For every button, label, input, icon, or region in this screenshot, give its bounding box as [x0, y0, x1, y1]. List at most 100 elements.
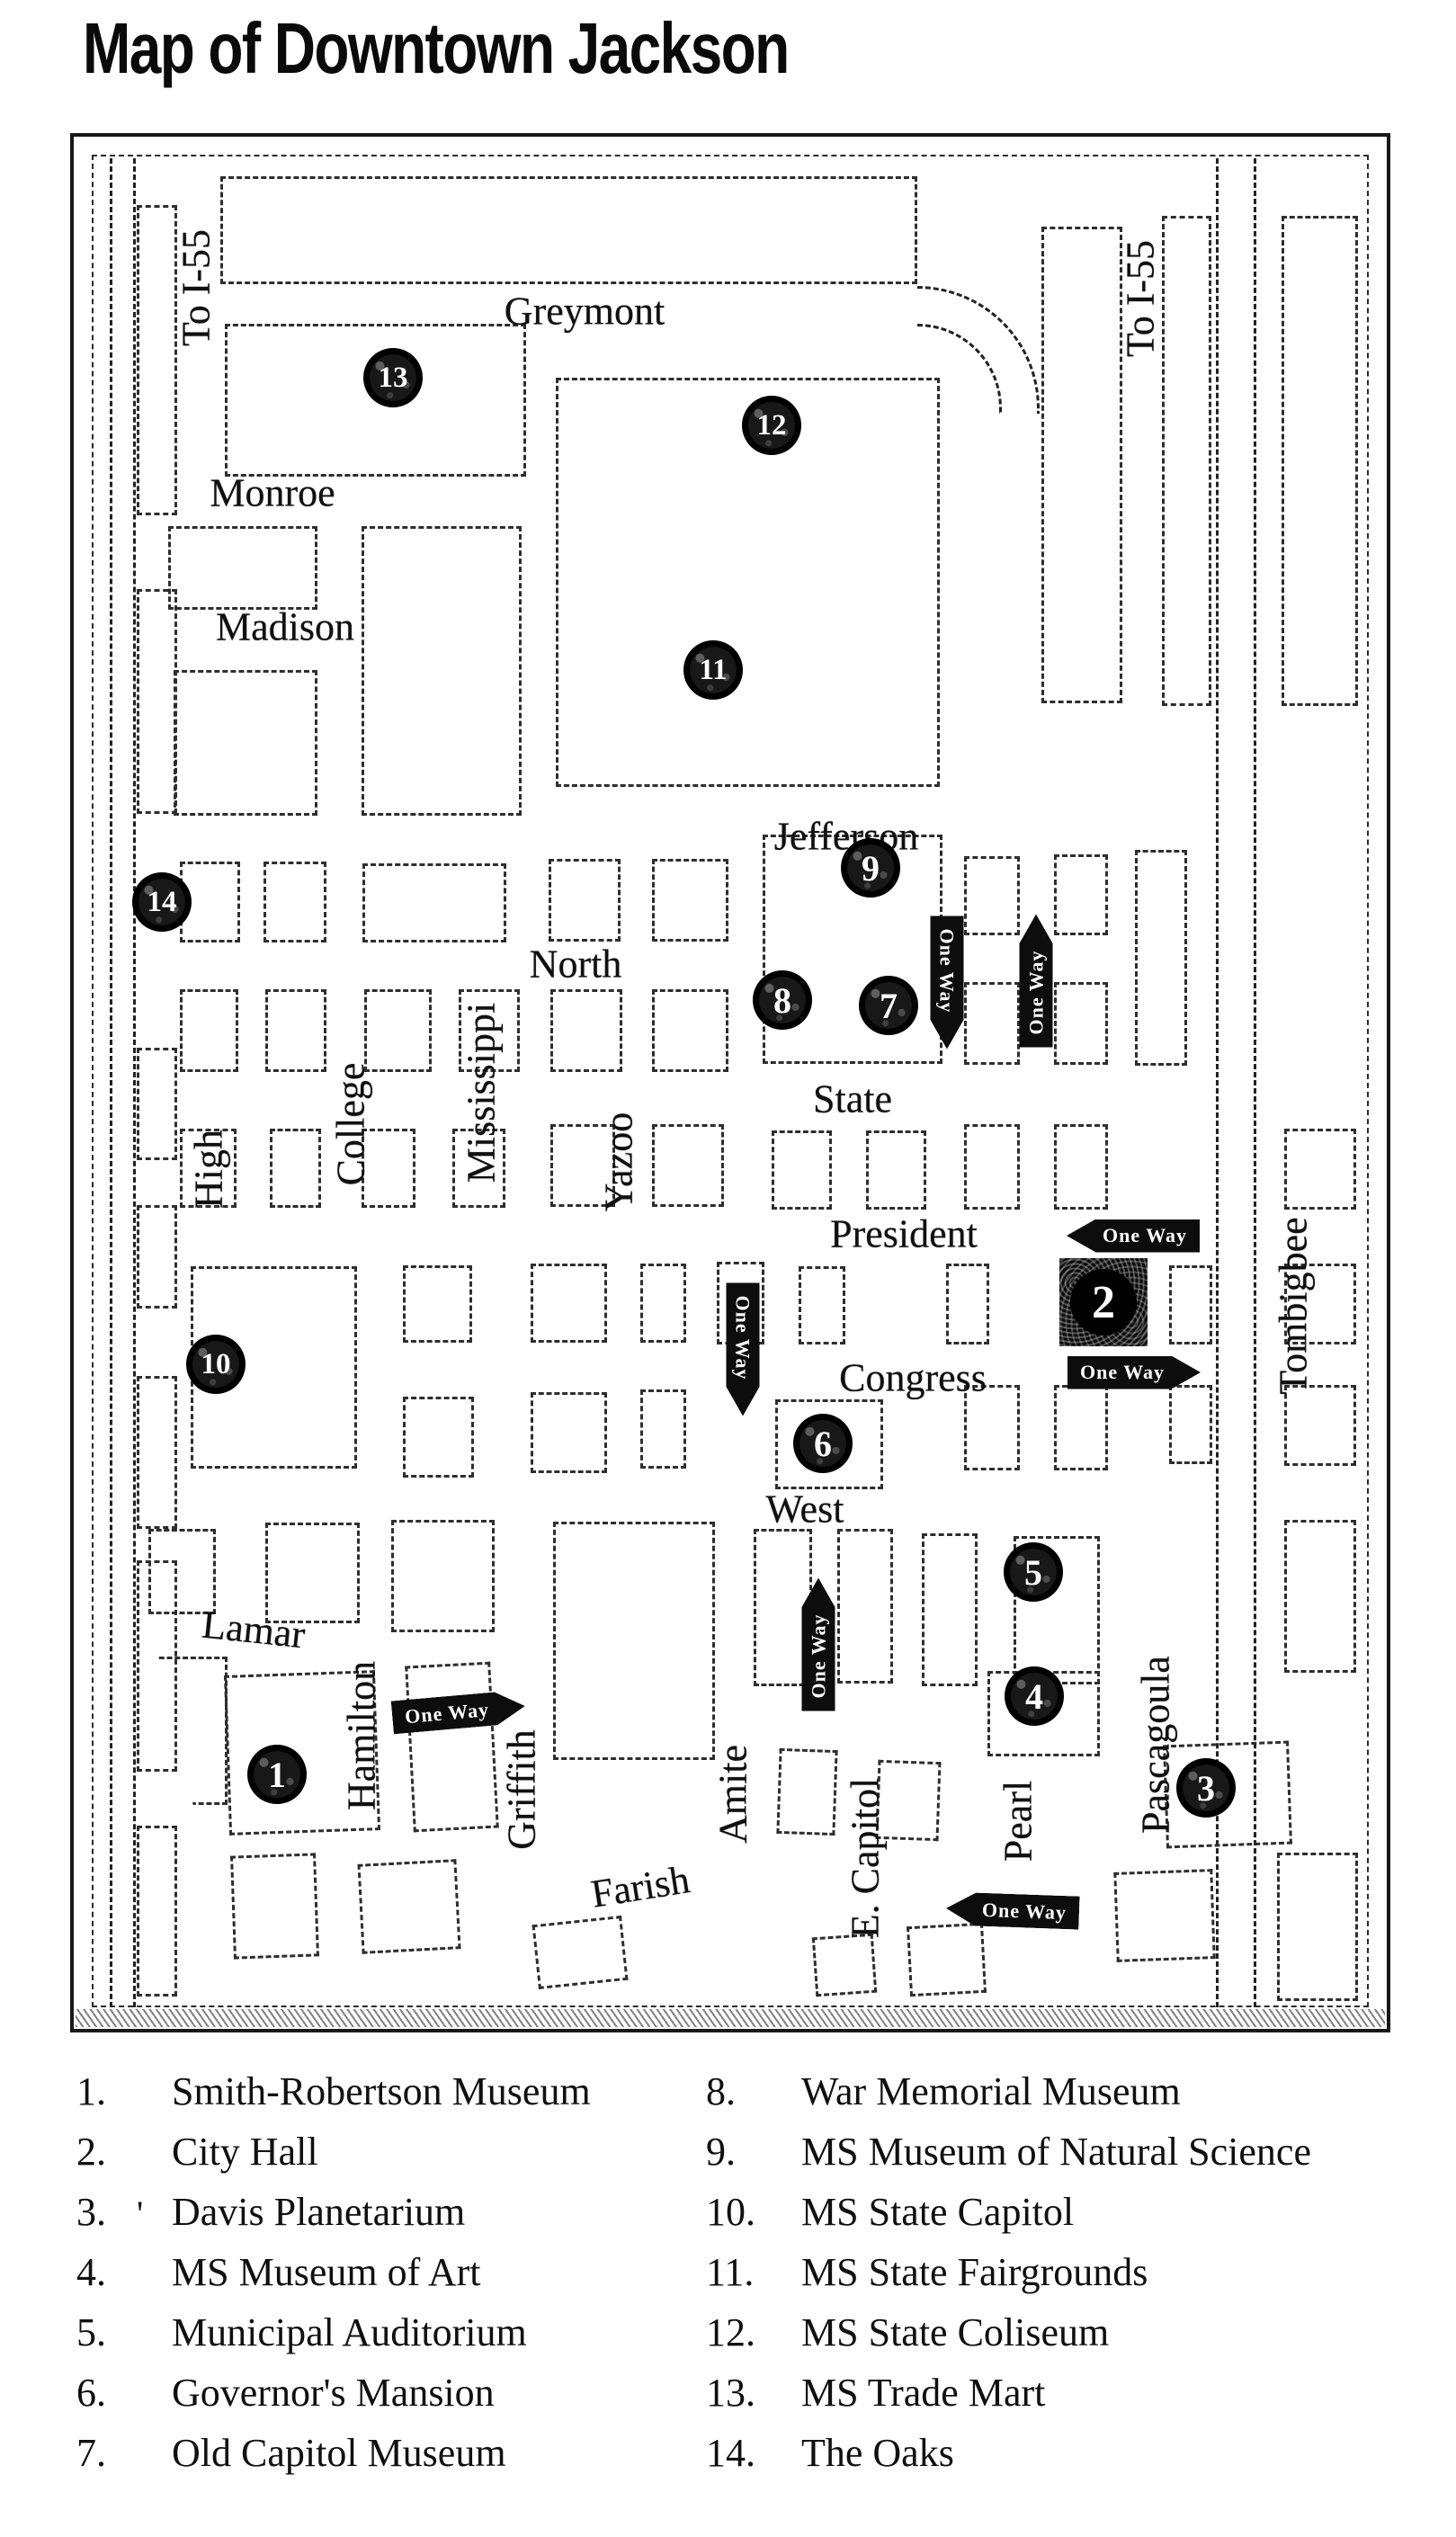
city-block [1054, 1124, 1108, 1210]
city-block [405, 1661, 499, 1833]
legend-item-label: MS Museum of Natural Science [801, 2130, 1311, 2174]
legend-item-label: Old Capitol Museum [172, 2431, 506, 2475]
legend-item-number: 14. [706, 2431, 755, 2475]
city-block [265, 1523, 360, 1623]
street-label-tombigbee: Tombigbee [1271, 1217, 1316, 1395]
city-block [137, 1560, 177, 1772]
legend-item-number: 3. [76, 2190, 106, 2234]
legend-item-number: 6. [76, 2371, 106, 2415]
one-way-label: One Way [802, 1577, 835, 1711]
oneway-north-down-icon: One Way [931, 916, 964, 1049]
street-label-yazoo: Yazoo [596, 1112, 641, 1212]
street-label-monroe: Monroe [210, 470, 335, 515]
city-block [1113, 1869, 1216, 1962]
city-block [556, 378, 940, 787]
city-block [837, 1529, 893, 1684]
city-block [362, 863, 506, 942]
legend-item: 9.MS Museum of Natural Science [706, 2122, 1389, 2182]
one-way-label: One Way [945, 1891, 1079, 1929]
city-block [265, 989, 326, 1072]
city-block [922, 1533, 978, 1686]
street-label-mississippi: Mississippi [459, 1002, 504, 1184]
map-inner-border [92, 155, 1369, 2007]
city-block [640, 1264, 686, 1343]
oneway-president-left-icon: One Way [1067, 1219, 1200, 1253]
legend-item-label: MS State Fairgrounds [801, 2250, 1148, 2294]
city-block [357, 1859, 461, 1954]
road-line [133, 158, 136, 2007]
city-block [270, 1129, 321, 1208]
oneway-pearl-left-icon: One Way [945, 1891, 1079, 1929]
road-line [110, 158, 112, 2007]
city-block [1284, 1520, 1356, 1673]
map-border [70, 133, 1390, 2032]
legend-item-label: The Oaks [801, 2431, 954, 2475]
legend-item-label: MS State Coliseum [801, 2310, 1110, 2354]
city-block [137, 589, 177, 814]
city-block [137, 205, 177, 515]
road-line [1216, 158, 1219, 2007]
legend-item: 4.MS Museum of Art [76, 2242, 706, 2302]
legend-item: 1.Smith-Robertson Museum [76, 2061, 706, 2122]
city-block [1054, 982, 1108, 1065]
city-block [174, 670, 317, 816]
city-block [1284, 1129, 1356, 1210]
legend-item: 6.Governor's Mansion [76, 2363, 706, 2423]
city-block [775, 1399, 883, 1489]
legend-item: 14. The Oaks [706, 2423, 1389, 2483]
city-block [799, 1266, 845, 1344]
legend-item: 3.Davis Planetarium [76, 2182, 706, 2242]
legend-item-number: 2. [76, 2130, 106, 2174]
city-block [776, 1747, 838, 1836]
city-block [553, 1522, 715, 1760]
city-block [230, 1853, 319, 1960]
legend-item: 10.MS State Capitol [706, 2182, 1389, 2242]
city-block [148, 1529, 216, 1614]
legend-item-label: MS Trade Mart [801, 2371, 1046, 2415]
city-block [1277, 1853, 1358, 2001]
city-block [964, 1385, 1020, 1470]
map-marker-7: 7 [859, 976, 918, 1035]
street-label-hamilton: Hamilton [339, 1660, 384, 1811]
city-block [364, 989, 432, 1072]
legend-item: 5.Municipal Auditorium [76, 2302, 706, 2363]
city-block [180, 989, 238, 1072]
city-block [391, 1520, 495, 1632]
legend-item-number: 13. [706, 2371, 755, 2415]
city-block [137, 1205, 177, 1309]
one-way-label: One Way [931, 916, 964, 1049]
legend-item-label: War Memorial Museum [801, 2069, 1181, 2113]
city-block [403, 1397, 474, 1478]
city-block [1041, 227, 1122, 703]
map-marker-3: 3 [1176, 1758, 1236, 1818]
city-block [964, 1124, 1020, 1210]
street-label-madison: Madison [216, 604, 354, 649]
city-block [264, 862, 326, 942]
street-label-pearl: Pearl [996, 1780, 1041, 1863]
map-marker-8: 8 [753, 970, 812, 1030]
city-block [1169, 1385, 1212, 1464]
map-marker-9: 9 [841, 838, 900, 898]
city-block [1169, 1265, 1212, 1344]
legend-item: 2.City Hall [76, 2122, 706, 2182]
street-label-congress: Congress [839, 1355, 987, 1400]
oneway-capitol-up-icon: One Way [802, 1577, 835, 1711]
street-label-pascagoula: Pascagoula [1133, 1656, 1178, 1834]
city-block [362, 1129, 415, 1208]
map-marker-6: 6 [793, 1414, 853, 1473]
page-title: Map of Downtown Jackson [83, 8, 790, 88]
city-block [1135, 850, 1187, 1066]
one-way-label: One Way [1020, 914, 1053, 1047]
street-label-griffith: Griffith [499, 1729, 544, 1850]
legend-item: 7.Old Capitol Museum [76, 2423, 706, 2483]
oneway-north-up-icon: One Way [1020, 914, 1053, 1047]
map-marker-5: 5 [1004, 1542, 1063, 1602]
map-marker-1: 1 [247, 1745, 307, 1804]
city-block [1054, 1385, 1108, 1470]
city-block [1284, 1385, 1356, 1466]
street-label-president: President [830, 1211, 978, 1256]
